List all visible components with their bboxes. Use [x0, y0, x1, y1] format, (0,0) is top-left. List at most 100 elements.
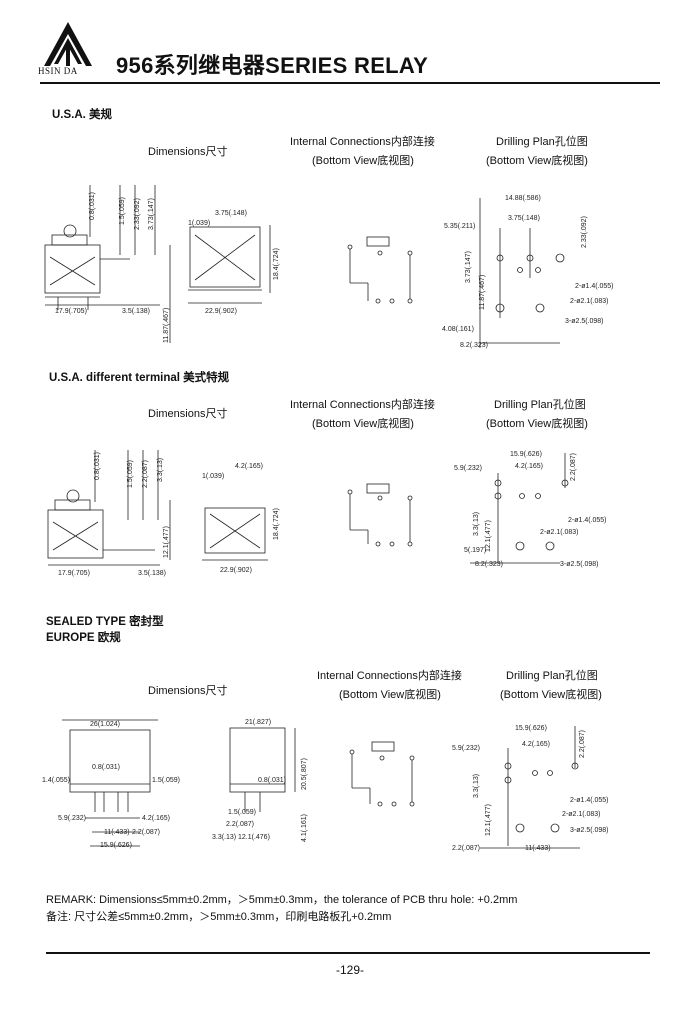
sealed-drill-0: 15.9(.626)	[515, 725, 547, 732]
remark-english: REMARK: Dimensions≤5mm±0.2mm，＞5mm±0.3mm，…	[46, 894, 518, 906]
usa-different-dim-1: 1.5(.059)	[127, 460, 134, 488]
sealed-dim-10: 20.5(.807)	[301, 758, 308, 790]
usa-drill-0: 14.88(.586)	[505, 195, 541, 202]
usa-dim-6: 3.5(.138)	[122, 308, 150, 315]
usa-different-dim-10: 22.9(.902)	[220, 567, 252, 574]
usa-different-dim-0: 0.8(.031)	[94, 452, 101, 480]
usa-drilling-plan: 14.88(.586) 3.75(.148) 2.33(.092) 5.35(.…	[442, 195, 614, 349]
usa-different-dim-4: 12.1(.477)	[163, 526, 170, 558]
sealed-dim-11: 0.8(.031)	[258, 777, 286, 784]
sealed-dim-2: 1.4(.055)	[42, 777, 70, 784]
drilling-sub-usa-different: (Bottom View底视图)	[486, 418, 588, 430]
usa-dim-7: 1(.039)	[188, 220, 210, 227]
usa-different-dim-3: 3.3(.13)	[157, 458, 164, 482]
usa-different-drill-10: 3-ø2.5(.098)	[560, 561, 599, 568]
usa-different-dim-6: 3.5(.138)	[138, 570, 166, 577]
usa-different-drill-9: 8.2(.323)	[475, 561, 503, 568]
sealed-dim-16: 12.1(.476)	[238, 834, 270, 841]
usa-dim-10: 22.9(.902)	[205, 308, 237, 315]
section-heading-europe: EUROPE 欧规	[46, 632, 121, 644]
sealed-dim-9: 21(.827)	[245, 719, 271, 726]
usa-different-dimension-drawing: 0.8(.031) 1.5(.059) 2.2(.087) 3.3(.13) 1…	[47, 450, 280, 577]
sealed-drilling-plan: 15.9(.626) 4.2(.165) 2.2(.087) 5.9(.232)…	[452, 725, 609, 852]
usa-drill-8: 3-ø2.5(.098)	[565, 318, 604, 325]
sealed-drill-10: 11(.433)	[525, 845, 551, 852]
usa-different-drill-2: 2.2(.087)	[570, 453, 577, 481]
sealed-dimension-drawing: 26(1.024) 0.8(.031) 1.4(.055) 1.5(.059) …	[42, 719, 308, 849]
section-heading-usa: U.S.A. 美规	[52, 109, 113, 121]
usa-drill-9: 4.08(.161)	[442, 326, 474, 333]
usa-different-drill-5: 12.1(.477)	[485, 520, 492, 552]
connections-label-usa: Internal Connections内部连接	[290, 136, 435, 148]
usa-different-drill-8: 5(.197)	[464, 547, 486, 554]
sealed-drill-1: 4.2(.165)	[522, 741, 550, 748]
sealed-dim-14: 4.1(.161)	[301, 814, 308, 842]
usa-dim-8: 3.75(.148)	[215, 210, 247, 217]
sealed-drill-7: 2-ø2.1(.083)	[562, 811, 601, 818]
usa-dim-2: 2.33(.092)	[134, 198, 141, 230]
sealed-dim-8: 15.9(.626)	[100, 842, 132, 849]
connections-label-usa-different: Internal Connections内部连接	[290, 399, 435, 411]
dimensions-label-sealed: Dimensions尺寸	[148, 685, 228, 697]
footer-rule	[46, 952, 650, 954]
usa-drill-10: 8.2(.323)	[460, 342, 488, 349]
usa-different-drilling-plan: 15.9(.626) 4.2(.165) 2.2(.087) 5.9(.232)…	[454, 451, 607, 568]
usa-dim-1: 1.5(.059)	[119, 197, 126, 225]
drilling-sub-sealed: (Bottom View底视图)	[500, 689, 602, 701]
usa-dim-9: 18.4(.724)	[273, 248, 280, 280]
usa-dim-0: 0.8(.031)	[89, 192, 96, 220]
usa-different-drill-3: 5.9(.232)	[454, 465, 482, 472]
sealed-dim-4: 5.9(.232)	[58, 815, 86, 822]
sealed-dim-12: 1.5(.059)	[228, 809, 256, 816]
connections-sub-usa: (Bottom View底视图)	[312, 155, 414, 167]
usa-dim-5: 17.9(.705)	[55, 308, 87, 315]
usa-different-dim-5: 17.9(.705)	[58, 570, 90, 577]
usa-drill-4: 3.73(.147)	[465, 251, 472, 283]
sealed-dim-0: 26(1.024)	[90, 721, 120, 728]
usa-different-dim-7: 1(.039)	[202, 473, 224, 480]
dimensions-label-usa: Dimensions尺寸	[148, 146, 228, 158]
usa-dim-3: 3.73(.147)	[148, 198, 155, 230]
usa-drill-3: 5.35(.211)	[444, 223, 475, 230]
sealed-dim-6: 11(.433)	[104, 829, 130, 836]
connections-label-sealed: Internal Connections内部连接	[317, 670, 462, 682]
section-heading-sealed: SEALED TYPE 密封型	[46, 616, 164, 628]
sealed-drill-2: 2.2(.087)	[579, 730, 586, 758]
usa-drill-1: 3.75(.148)	[508, 215, 540, 222]
sealed-drill-3: 5.9(.232)	[452, 745, 480, 752]
header-rule	[40, 82, 660, 84]
section-heading-usa-different: U.S.A. different terminal 美式特规	[49, 372, 230, 384]
sealed-drill-6: 2-ø1.4(.055)	[570, 797, 609, 804]
sealed-drill-4: 3.3(.13)	[473, 774, 480, 798]
dimensions-label-usa-different: Dimensions尺寸	[148, 408, 228, 420]
usa-drill-2: 2.33(.092)	[581, 216, 588, 248]
sealed-dim-1: 0.8(.031)	[92, 764, 120, 771]
sealed-dim-13: 2.2(.087)	[226, 821, 254, 828]
sealed-connection-diagram	[349, 741, 415, 807]
drilling-label-sealed: Drilling Plan孔位图	[506, 670, 598, 682]
hsinda-logo-icon	[44, 22, 92, 66]
usa-drill-7: 2-ø2.1(.083)	[570, 298, 609, 305]
usa-connection-diagram	[347, 236, 413, 304]
sealed-drill-9: 2.2(.087)	[452, 845, 480, 852]
usa-different-dim-8: 4.2(.165)	[235, 463, 263, 470]
page-title: 956系列继电器SERIES RELAY	[116, 53, 429, 78]
sealed-dim-3: 1.5(.059)	[152, 777, 180, 784]
usa-different-connection-diagram	[347, 483, 413, 547]
usa-drill-5: 11.87(.467)	[479, 275, 486, 310]
usa-different-drill-4: 3.3(.13)	[473, 512, 480, 536]
connections-sub-sealed: (Bottom View底视图)	[339, 689, 441, 701]
usa-different-dim-2: 2.2(.087)	[142, 460, 149, 488]
page-number: -129-	[335, 963, 364, 977]
remark-chinese: 备注: 尺寸公差≤5mm±0.2mm，＞5mm±0.3mm，印刷电路板孔+0.2…	[46, 911, 392, 923]
usa-different-drill-1: 4.2(.165)	[515, 463, 543, 470]
usa-different-drill-7: 2-ø2.1(.083)	[540, 529, 579, 536]
connections-sub-usa-different: (Bottom View底视图)	[312, 418, 414, 430]
drilling-label-usa-different: Drilling Plan孔位图	[494, 399, 586, 411]
sealed-drill-5: 12.1(.477)	[485, 804, 492, 836]
drilling-label-usa: Drilling Plan孔位图	[496, 136, 588, 148]
usa-different-dim-9: 18.4(.724)	[273, 508, 280, 540]
brand-name: HSIN DA	[38, 66, 78, 76]
usa-drill-6: 2-ø1.4(.055)	[575, 283, 614, 290]
usa-different-drill-6: 2-ø1.4(.055)	[568, 517, 607, 524]
